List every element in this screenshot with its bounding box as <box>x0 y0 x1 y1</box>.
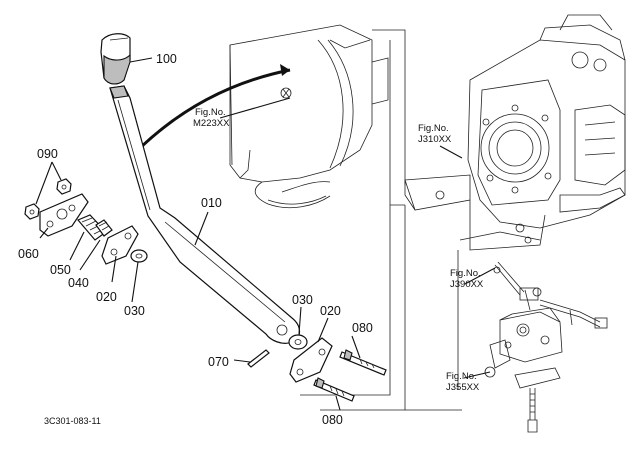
fig-ref-label: Fig.No. <box>446 371 477 382</box>
part-100-knob[interactable] <box>100 33 131 85</box>
fig-ref-j355xx[interactable]: J355XX <box>446 382 480 393</box>
fig-ref-j310xx[interactable]: J310XX <box>418 134 452 145</box>
routing-lines <box>300 29 462 411</box>
part-040-spring-seat[interactable] <box>95 219 113 237</box>
callout-050[interactable]: 050 <box>50 263 71 277</box>
diagram-code: 3C301-083-11 <box>44 416 101 426</box>
callout-060[interactable]: 060 <box>18 247 39 261</box>
callout-040[interactable]: 040 <box>68 276 89 290</box>
part-080-bolt-upper[interactable] <box>339 349 387 376</box>
fig-ref-m223xx[interactable]: M223XX <box>193 118 230 129</box>
callout-100[interactable]: 100 <box>156 52 177 66</box>
part-080-bolt-lower[interactable] <box>313 377 355 402</box>
part-020-plate-right[interactable] <box>289 337 333 383</box>
part-060-plate[interactable] <box>39 193 89 237</box>
transmission-housing <box>404 14 626 251</box>
callout-090[interactable]: 090 <box>37 147 58 161</box>
part-030-washer-left[interactable] <box>130 249 148 263</box>
pointer-arrow <box>138 64 291 150</box>
fender-housing <box>229 24 389 209</box>
part-030-washer-right[interactable] <box>288 334 308 350</box>
callout-030-right[interactable]: 030 <box>292 293 313 307</box>
callout-030-left[interactable]: 030 <box>124 304 145 318</box>
callout-070[interactable]: 070 <box>208 355 229 369</box>
fig-ref-label: Fig.No. <box>195 107 226 118</box>
linkage-and-valve <box>484 261 608 433</box>
fig-ref-label: Fig.No. <box>450 268 481 279</box>
callout-010[interactable]: 010 <box>201 196 222 210</box>
part-020-plate-left[interactable] <box>101 225 139 265</box>
part-070-pin[interactable] <box>247 349 270 368</box>
fig-ref-label: Fig.No. <box>418 123 449 134</box>
callout-080-upper[interactable]: 080 <box>352 321 373 335</box>
fig-ref-j390xx[interactable]: J390XX <box>450 279 484 290</box>
callout-020-right[interactable]: 020 <box>320 304 341 318</box>
part-090-nuts[interactable] <box>24 178 72 220</box>
callout-080-lower[interactable]: 080 <box>322 413 343 427</box>
callout-020-left[interactable]: 020 <box>96 290 117 304</box>
